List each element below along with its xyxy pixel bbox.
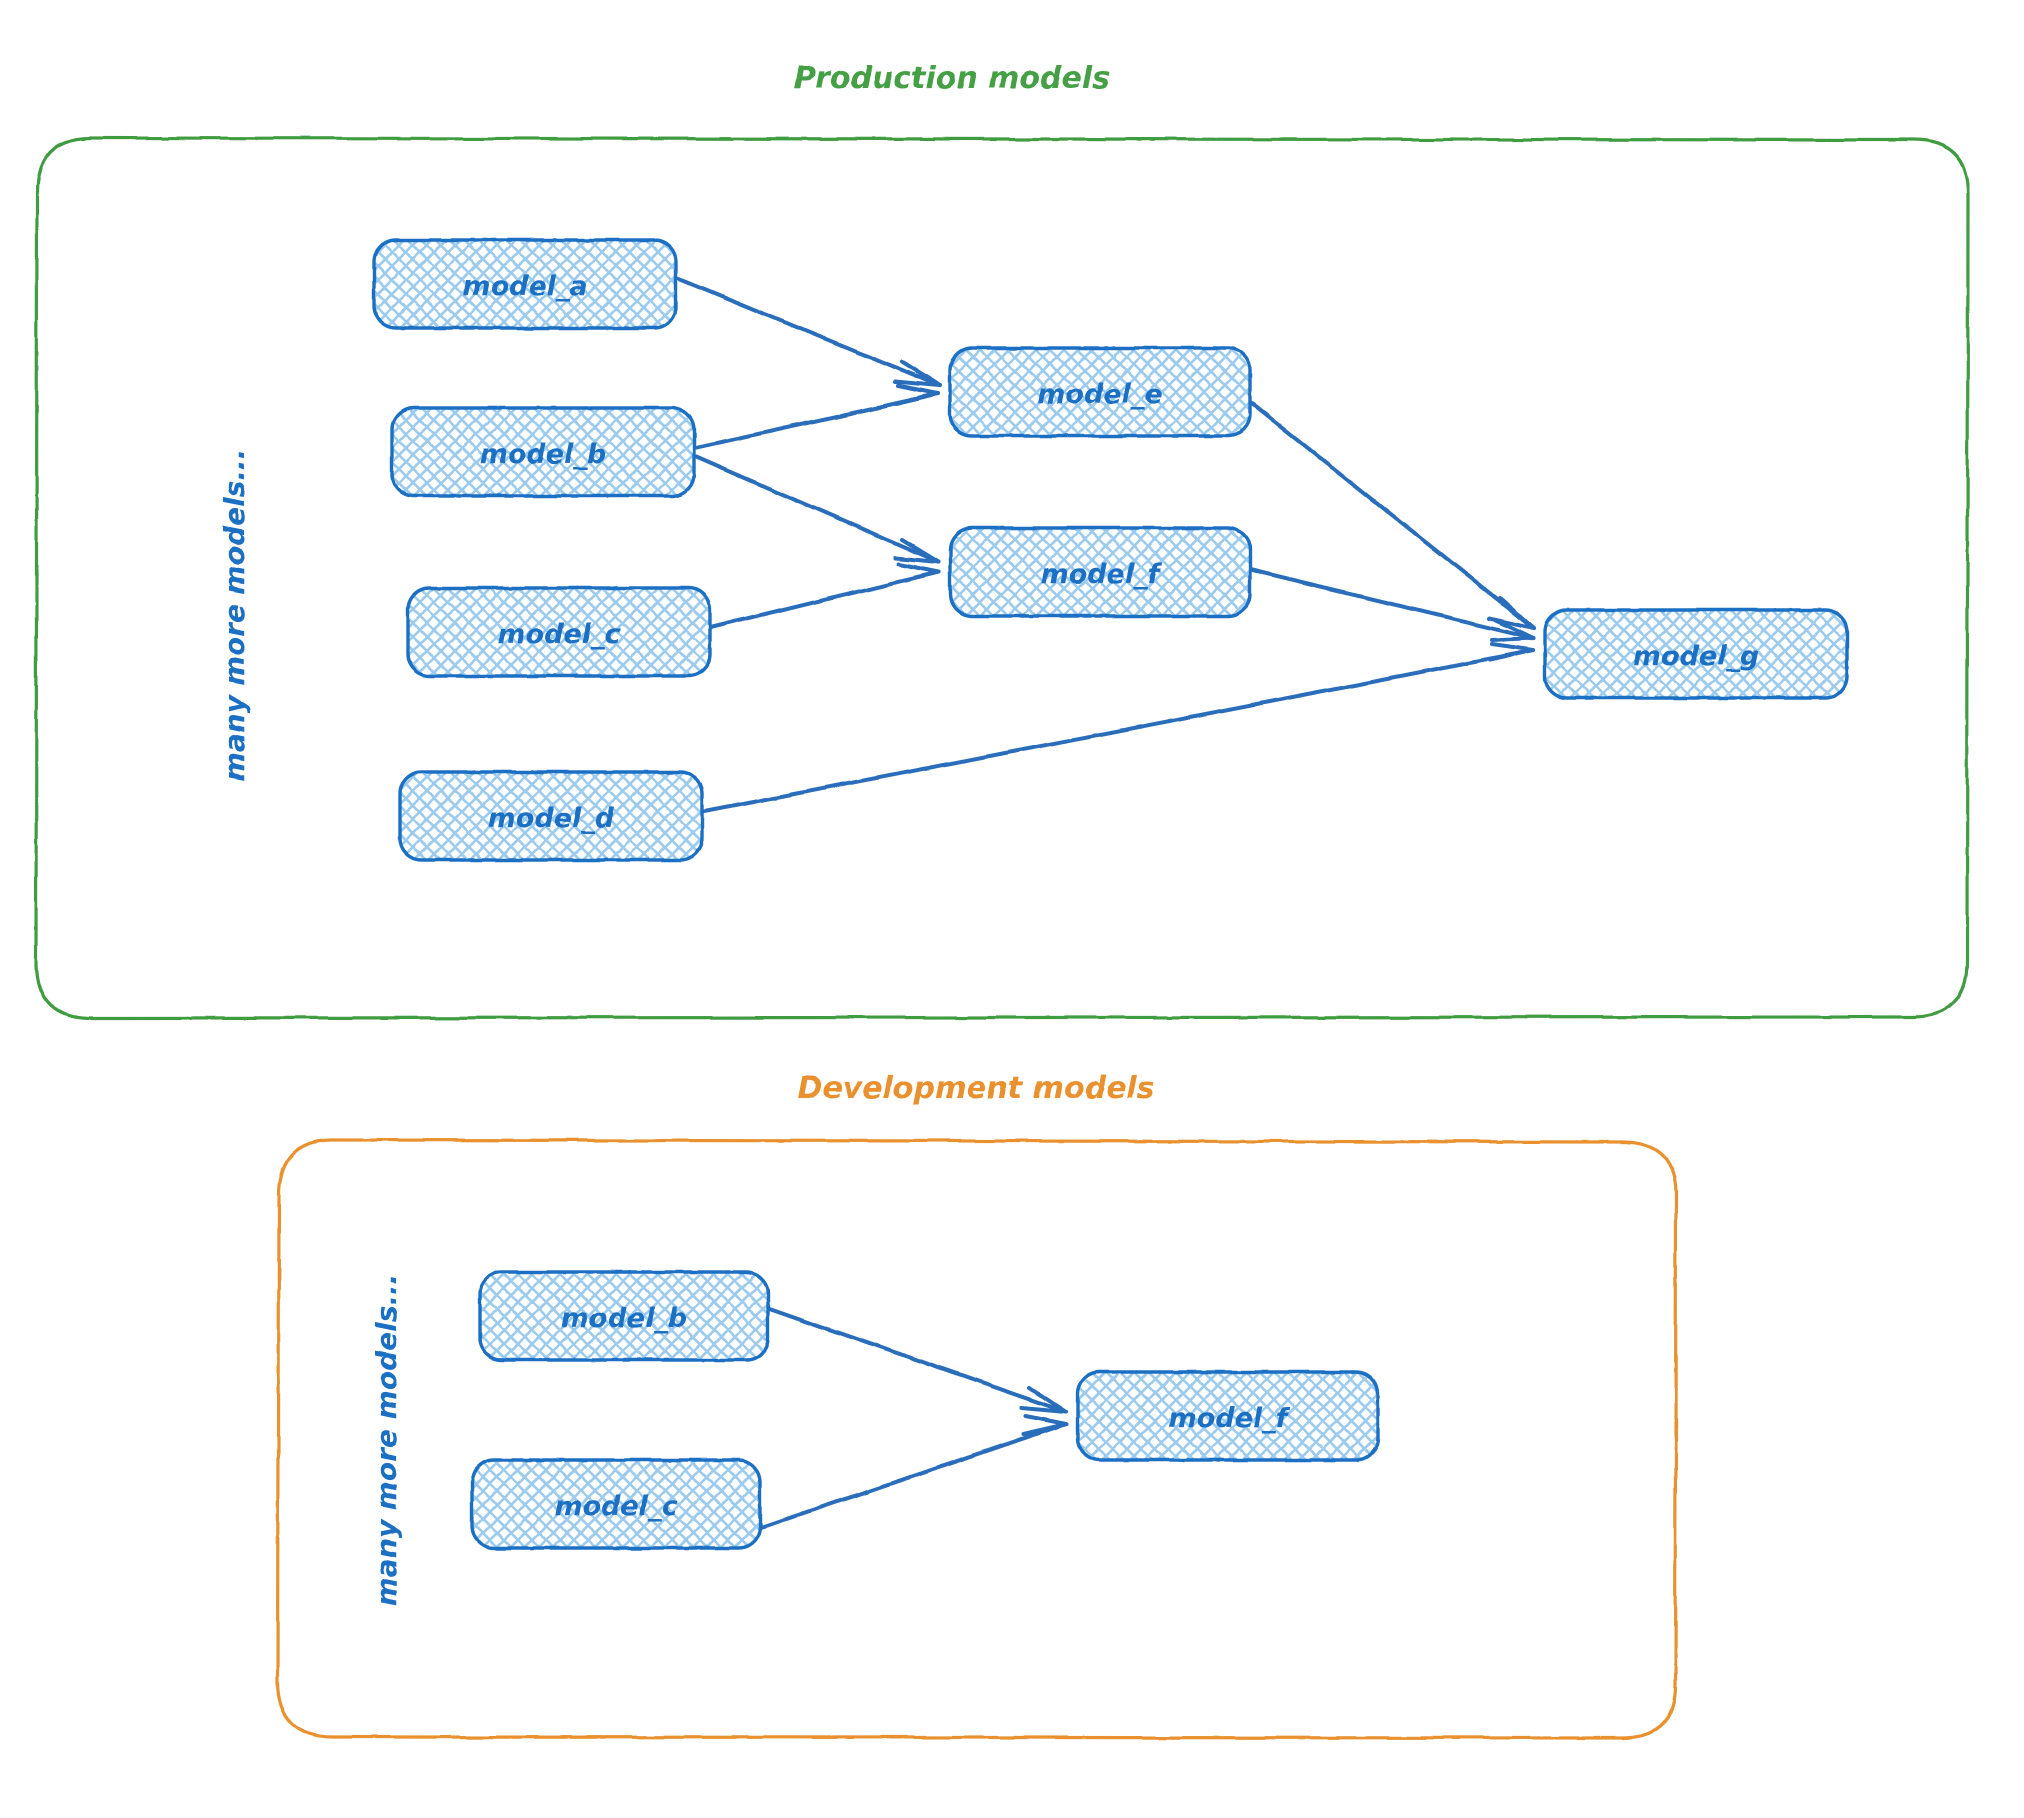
node-label: model_d (488, 803, 615, 834)
node-label: model_b (561, 1303, 687, 1334)
edge-arrowhead-a-e (893, 360, 942, 388)
node-model_b[interactable]: model_b (390, 406, 696, 498)
node-dev-model_c[interactable]: model_c (470, 1458, 762, 1550)
node-shape (390, 406, 696, 498)
edge-model_a-model_e (674, 276, 942, 388)
node-model_a[interactable]: model_a (372, 238, 678, 330)
node-label: model_g (1633, 641, 1759, 672)
node-model_g[interactable]: model_g (1543, 608, 1849, 700)
production-edges (674, 276, 1536, 814)
development-side-label: many more models... (370, 1274, 403, 1607)
node-model_f[interactable]: model_f (948, 526, 1252, 618)
node-model_c[interactable]: model_c (406, 586, 712, 678)
edge-model_b-model_f (692, 454, 940, 564)
production-side-label: many more models... (218, 449, 251, 782)
node-label: model_f (1041, 559, 1163, 590)
edge-dev_model_c-dev_model_f (758, 1422, 1068, 1530)
group-development: Development models many more models... m… (276, 1071, 1678, 1740)
development-edges (758, 1306, 1068, 1530)
node-label: model_e (1037, 379, 1162, 410)
node-shape (948, 346, 1252, 438)
node-dev-model_b[interactable]: model_b (478, 1270, 770, 1362)
edge-arrowhead-b-f (893, 538, 940, 564)
group-production: Production models many more models... (34, 61, 1970, 1020)
edge-arrowhead-b-e (894, 384, 940, 406)
edge-model_d-model_g (700, 648, 1536, 814)
edge-model_f-model_g (1248, 568, 1536, 640)
node-label: model_c (497, 619, 620, 650)
edge-arrowhead-c-f (894, 562, 940, 584)
edge-arrowhead-d-g (1488, 642, 1536, 662)
node-label: model_a (462, 271, 587, 302)
node-label: model_b (480, 439, 606, 470)
node-label: model_c (554, 1491, 677, 1522)
node-model_e[interactable]: model_e (948, 346, 1252, 438)
development-nodes: model_b model_c model_f (470, 1270, 1380, 1550)
development-group-title: Development models (797, 1071, 1154, 1106)
edge-arrowhead-f-g (1490, 618, 1536, 642)
production-group-title: Production models (794, 61, 1110, 96)
node-shape (478, 1270, 770, 1362)
node-shape (398, 770, 704, 862)
development-group-frame (276, 1138, 1678, 1740)
node-shape (1543, 608, 1849, 700)
edge-dev_model_b-dev_model_f (766, 1306, 1068, 1414)
edge-arrowhead-devb-devf (1020, 1386, 1068, 1414)
node-dev-model_f[interactable]: model_f (1076, 1370, 1380, 1462)
node-label: model_f (1169, 1403, 1291, 1434)
edge-model_e-model_g (1248, 400, 1536, 630)
production-group-frame (34, 136, 1970, 1020)
edge-arrowhead-devc-devf (1022, 1414, 1068, 1436)
node-shape (948, 526, 1252, 618)
node-shape (406, 586, 712, 678)
production-nodes: model_a model_b model_c model_d model_e (372, 238, 1849, 862)
node-model_d[interactable]: model_d (398, 770, 704, 862)
node-shape (372, 238, 678, 330)
node-shape (1076, 1370, 1380, 1462)
node-shape (470, 1458, 762, 1550)
